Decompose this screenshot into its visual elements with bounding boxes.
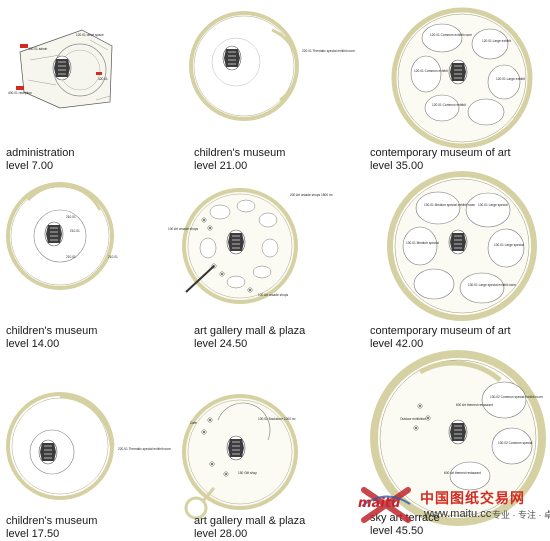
caption-title: art gallery mall & plaza: [194, 515, 306, 527]
svg-text:120.01 Large exhibit: 120.01 Large exhibit: [496, 77, 525, 81]
svg-text:210.01: 210.01: [108, 255, 118, 259]
svg-text:210.01: 210.01: [70, 229, 80, 233]
svg-text:130.02 Common special: 130.02 Common special: [498, 441, 533, 445]
svg-text:Cafe: Cafe: [190, 421, 197, 425]
plan-childrens-museum-level-14: 210.01 210.01 210.01 210.01: [6, 182, 118, 290]
caption-level: level 45.50: [370, 525, 424, 537]
svg-text:130.02 Common special exhibit: 130.02 Common special exhibit room: [490, 395, 543, 399]
svg-text:220.01 Thematic special exhibi: 220.01 Thematic special exhibit room: [302, 49, 355, 53]
watermark-logo-text: maitu: [358, 496, 401, 511]
svg-text:420.01: 420.01: [98, 77, 108, 81]
plan-administration-level-7: 120.01 office space 400.01 admin 400.01 …: [8, 29, 113, 109]
svg-text:130.01 Large special exhibit r: 130.01 Large special exhibit room: [468, 283, 516, 287]
caption-title: administration: [6, 147, 75, 159]
watermark-slogan: 专业 · 专注 · 卓越: [492, 510, 550, 520]
caption-level: level 42.00: [370, 338, 424, 350]
watermark-site: www.maitu.cc: [424, 508, 492, 520]
svg-text:600 Art themed restaurant: 600 Art themed restaurant: [456, 403, 493, 407]
svg-text:150 Gift shop: 150 Gift shop: [238, 471, 257, 475]
svg-text:220.01 Thematic special exhibi: 220.01 Thematic special exhibit room: [118, 447, 171, 451]
caption-title: contemporary museum of art: [370, 325, 511, 337]
svg-text:400.01 admin: 400.01 admin: [28, 47, 48, 51]
svg-text:120.01 office space: 120.01 office space: [76, 33, 104, 37]
plan-art-gallery-level-24-50: 200 Art arcade shops 1800 m² 100 Art arc…: [168, 188, 333, 304]
svg-text:Outdoor exhibition: Outdoor exhibition: [400, 417, 426, 421]
caption-administration: administration level 7.00: [6, 147, 74, 173]
svg-text:130.01 Large special: 130.01 Large special: [494, 243, 524, 247]
caption-title: art gallery mall & plaza: [194, 325, 306, 337]
plan-contemporary-museum-level-42: 130.01 Medium special exhibit room 130.0…: [387, 171, 537, 321]
maitu-logo-icon: [361, 487, 411, 523]
svg-text:400.01 reception: 400.01 reception: [8, 91, 32, 95]
caption-contemporary-museum-35: contemporary museum of art level 35.00: [370, 147, 511, 173]
caption-level: level 17.50: [6, 528, 60, 540]
svg-text:100.01 Bookstore 1000 m²: 100.01 Bookstore 1000 m²: [258, 417, 296, 421]
svg-text:210.01: 210.01: [66, 215, 76, 219]
caption-title: children's museum: [194, 147, 286, 159]
watermark: maitu 中国图纸交易网 www.maitu.cc 专业 · 专注 · 卓越: [352, 484, 550, 540]
plan-contemporary-museum-level-35: 120.01 Common exhibit room 120.01 Large …: [391, 7, 533, 149]
svg-text:120.01 Common exhibit room: 120.01 Common exhibit room: [430, 33, 472, 37]
caption-level: level 28.00: [194, 528, 248, 540]
plan-sky-art-terrace-level-45-50: 130.02 Common special exhibit room 130.0…: [370, 350, 546, 526]
svg-text:200 Art arcade shops 1800 m²: 200 Art arcade shops 1800 m²: [290, 193, 333, 197]
caption-level: level 14.00: [6, 338, 60, 350]
svg-text:100 Art arcade shops: 100 Art arcade shops: [258, 293, 289, 297]
svg-text:100 Art arcade shops: 100 Art arcade shops: [168, 227, 199, 231]
caption-art-gallery-28: art gallery mall & plaza level 28.00: [194, 515, 305, 541]
svg-text:120.01 Common exhibit: 120.01 Common exhibit: [432, 103, 466, 107]
plan-childrens-museum-level-17-50: 220.01 Thematic special exhibit room: [6, 392, 171, 500]
svg-text:130.01 Medium special exhibit: 130.01 Medium special exhibit room: [424, 203, 475, 207]
caption-level: level 7.00: [6, 160, 54, 172]
watermark-title: 中国图纸交易网: [420, 491, 525, 507]
caption-childrens-museum-21: children's museum level 21.00: [194, 147, 285, 173]
caption-art-gallery-24-50: art gallery mall & plaza level 24.50: [194, 325, 305, 351]
svg-text:130.01 Medium special: 130.01 Medium special: [406, 241, 439, 245]
caption-level: level 24.50: [194, 338, 248, 350]
caption-level: level 21.00: [194, 160, 248, 172]
svg-text:120.01 Large exhibit: 120.01 Large exhibit: [482, 39, 511, 43]
plan-art-gallery-level-28: 100.01 Bookstore 1000 m² Cafe 150 Gift s…: [182, 394, 298, 520]
caption-childrens-museum-14: children's museum level 14.00: [6, 325, 97, 351]
svg-text:120.01 Common exhibit: 120.01 Common exhibit: [414, 69, 448, 73]
caption-title: contemporary museum of art: [370, 147, 511, 159]
caption-title: children's museum: [6, 515, 98, 527]
svg-text:600 Art themed restaurant: 600 Art themed restaurant: [444, 471, 481, 475]
svg-text:210.01: 210.01: [66, 255, 76, 259]
svg-text:130.01 Large special: 130.01 Large special: [478, 203, 508, 207]
caption-title: children's museum: [6, 325, 98, 337]
caption-contemporary-museum-42: contemporary museum of art level 42.00: [370, 325, 511, 351]
caption-childrens-museum-17-50: children's museum level 17.50: [6, 515, 97, 541]
caption-level: level 35.00: [370, 160, 424, 172]
plan-childrens-museum-level-21: 220.01 Thematic special exhibit room: [189, 11, 355, 121]
